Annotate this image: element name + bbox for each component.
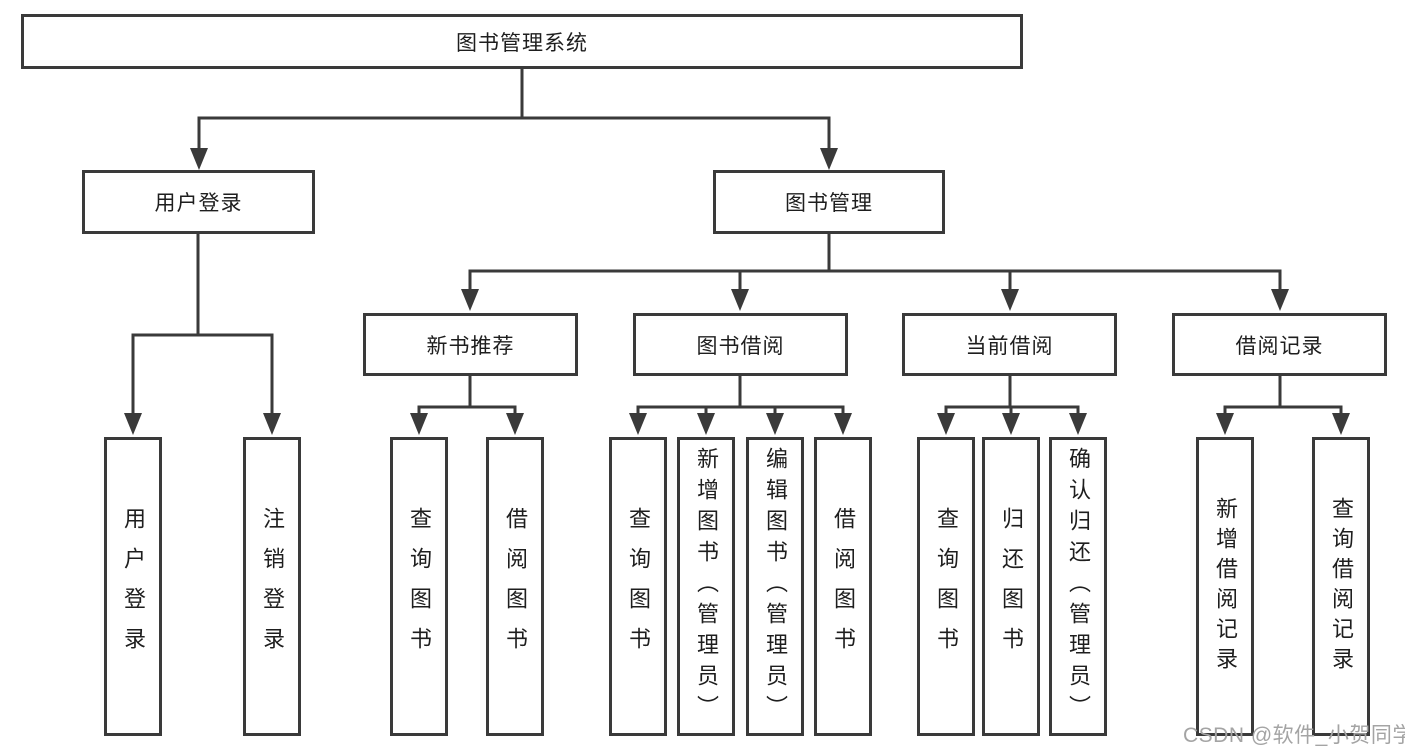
- leaf-query-books-recommend: 查询图书: [390, 437, 448, 736]
- leaf-query-books-current-label: 查询图书: [934, 506, 959, 667]
- leaf-borrow-books-label: 借阅图书: [831, 506, 856, 667]
- leaf-confirm-return-admin: 确认归还（管理员）: [1049, 437, 1107, 736]
- node-current-borrow: 当前借阅: [902, 313, 1117, 376]
- edge-root-children: [190, 67, 838, 170]
- node-user-login-label: 用户登录: [154, 192, 243, 215]
- leaf-logout-label: 注销登录: [260, 506, 285, 667]
- leaf-query-books-recommend-label: 查询图书: [407, 506, 432, 667]
- leaf-user-login-label: 用户登录: [121, 506, 146, 667]
- node-book-management: 图书管理: [713, 170, 945, 234]
- leaf-add-borrow-record-label: 新增借阅记录: [1213, 496, 1238, 677]
- leaf-query-borrow-record-label: 查询借阅记录: [1329, 496, 1354, 677]
- node-borrow-records-label: 借阅记录: [1235, 334, 1324, 358]
- leaf-borrow-books-recommend: 借阅图书: [486, 437, 544, 736]
- leaf-return-book: 归还图书: [982, 437, 1040, 736]
- node-root: 图书管理系统: [21, 14, 1023, 69]
- node-book-management-label: 图书管理: [785, 192, 873, 215]
- node-user-login: 用户登录: [82, 170, 315, 234]
- node-new-book-recommend-label: 新书推荐: [426, 334, 515, 358]
- leaf-edit-book-admin: 编辑图书（管理员）: [746, 437, 804, 736]
- leaf-query-books-borrow-label: 查询图书: [626, 506, 651, 667]
- edge-new-book-recommend-children: [410, 374, 524, 435]
- node-new-book-recommend: 新书推荐: [363, 313, 578, 376]
- node-book-borrow-label: 图书借阅: [696, 334, 785, 358]
- leaf-add-book-admin: 新增图书（管理员）: [677, 437, 735, 736]
- edge-book-borrow-children: [629, 374, 852, 435]
- leaf-edit-book-admin-label: 编辑图书（管理员）: [763, 447, 788, 726]
- leaf-user-login: 用户登录: [104, 437, 162, 736]
- leaf-return-book-label: 归还图书: [999, 506, 1024, 667]
- leaf-query-books-borrow: 查询图书: [609, 437, 667, 736]
- edge-book-management-children: [461, 232, 1289, 311]
- leaf-query-borrow-record: 查询借阅记录: [1312, 437, 1370, 736]
- edge-borrow-records-children: [1216, 374, 1350, 435]
- leaf-borrow-books: 借阅图书: [814, 437, 872, 736]
- node-root-label: 图书管理系统: [456, 31, 588, 55]
- node-current-borrow-label: 当前借阅: [965, 334, 1054, 358]
- leaf-confirm-return-admin-label: 确认归还（管理员）: [1066, 447, 1091, 726]
- leaf-add-book-admin-label: 新增图书（管理员）: [694, 447, 719, 726]
- leaf-add-borrow-record: 新增借阅记录: [1196, 437, 1254, 736]
- leaf-borrow-books-recommend-label: 借阅图书: [503, 506, 528, 667]
- edge-current-borrow-children: [937, 374, 1087, 435]
- csdn-watermark: CSDN @软件_小贺同学: [1183, 724, 1405, 747]
- node-borrow-records: 借阅记录: [1172, 313, 1387, 376]
- leaf-logout: 注销登录: [243, 437, 301, 736]
- node-book-borrow: 图书借阅: [633, 313, 848, 376]
- edge-user-login-children: [124, 232, 281, 435]
- leaf-query-books-current: 查询图书: [917, 437, 975, 736]
